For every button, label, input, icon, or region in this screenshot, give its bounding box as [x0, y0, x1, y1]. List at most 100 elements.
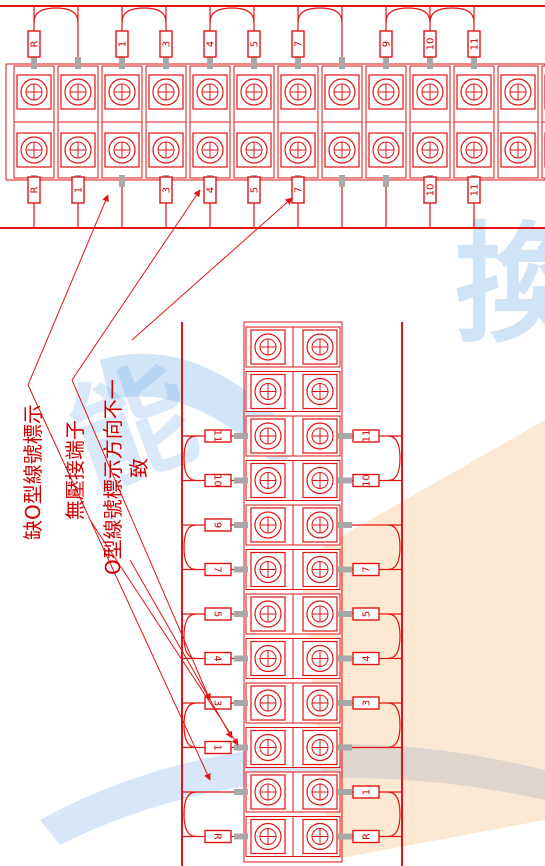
top-ferrule-upper-10 — [471, 57, 477, 69]
bottom-left-tag-8: 3 — [204, 696, 232, 710]
bottom-ferrule-left-9 — [234, 744, 248, 751]
bottom-left-tag-5-box — [204, 562, 232, 577]
top-lower-tag-4-label: 4 — [206, 187, 217, 193]
bottom-ferrule-left-4 — [234, 522, 248, 528]
bottom-right-loop-4 — [387, 791, 401, 838]
annotation-arrows — [27, 189, 293, 781]
top-upper-tag-3: 3 — [159, 30, 173, 58]
top-upper-tag-6-label: 7 — [294, 41, 305, 47]
annotation-arrow-6 — [129, 559, 233, 739]
bottom-right-tag-2-label: 11 — [362, 430, 373, 443]
bottom-right-tag-11-box — [352, 829, 380, 844]
bottom-ferrule-left-8 — [234, 700, 248, 706]
bottom-left-tag-2-box — [204, 429, 232, 443]
annotation-direction-line2: 致 — [127, 458, 151, 478]
bottom-right-loop-1 — [387, 524, 401, 571]
bottom-right-tag-10-label: 1 — [362, 789, 373, 795]
annotation-missing-tag: 缺O型線號標示 — [21, 404, 45, 540]
annotation-arrow-2 — [71, 189, 201, 381]
top-strip-outline — [5, 63, 545, 181]
bottom-right-loop-0 — [387, 435, 401, 482]
bottom-ferrule-right-5 — [338, 566, 352, 573]
annotation-direction-line1: O型線號標示方向不一 — [101, 379, 125, 575]
top-lower-tag-1-label: 1 — [74, 187, 85, 193]
top-lower-tag-4-box — [203, 176, 217, 204]
top-lower-tag-3-label: 3 — [162, 187, 173, 193]
bottom-left-tag-11-box — [204, 829, 232, 844]
top-lower-tag-5-label: 5 — [250, 187, 261, 193]
bottom-right-tag-10: 1 — [352, 785, 380, 799]
bottom-strip-outline — [243, 321, 343, 863]
top-ferrule-upper-4 — [207, 57, 213, 69]
top-lower-tag-3-box — [159, 176, 173, 204]
bottom-left-loop-3 — [183, 702, 197, 749]
bottom-right-loop-3 — [387, 702, 401, 749]
bottom-left-tag-6: 5 — [204, 607, 232, 621]
bottom-ferrule-left-3 — [234, 477, 248, 484]
bottom-left-tag-6-box — [204, 607, 232, 621]
bottom-right-tag-7-label: 4 — [362, 655, 373, 661]
top-upper-tag-2-box — [115, 30, 129, 58]
bottom-left-tag-9-label: 1 — [212, 744, 223, 750]
bottom-ferrule-left-2 — [234, 433, 248, 439]
bottom-right-tag-5-label: 7 — [362, 566, 373, 572]
top-upper-tag-6-box — [291, 30, 305, 58]
bottom-right-tag-6: 5 — [352, 607, 380, 621]
watermark-glyph-top: 換 — [455, 209, 545, 361]
bottom-right-tag-5-box — [352, 562, 380, 577]
bottom-right-tag-7-box — [352, 651, 380, 666]
top-upper-tag-4-box — [203, 30, 217, 58]
bottom-left-loop-2 — [183, 613, 197, 660]
bottom-left-tag-8-box — [204, 696, 232, 710]
top-ferrule-upper-0 — [31, 57, 37, 69]
bottom-right-tag-8-label: 3 — [362, 700, 373, 706]
bottom-right-tag-11: R — [352, 829, 380, 844]
top-lower-tag-10-box — [467, 176, 481, 204]
top-ferrule-upper-2 — [119, 57, 125, 69]
top-upper-tag-5-box — [247, 30, 261, 58]
top-upper-tag-10-box — [467, 30, 481, 58]
bottom-right-tag-8-box — [352, 696, 380, 710]
top-upper-tag-4: 4 — [203, 30, 217, 58]
top-upper-tag-4-label: 4 — [206, 41, 217, 47]
top-upper-tag-8-box — [379, 30, 393, 58]
top-lower-tag-3: 3 — [159, 176, 173, 204]
top-loop-0 — [33, 7, 79, 23]
bottom-right-tag-10-box — [352, 785, 380, 799]
top-upper-tag-5: 5 — [247, 30, 261, 58]
bottom-right-tag-3-box — [352, 473, 380, 488]
bottom-left-tag-4: 9 — [204, 518, 232, 532]
bottom-ferrule-right-10 — [338, 789, 352, 795]
bottom-left-loop-0 — [183, 435, 197, 482]
bottom-ferrule-right-4 — [338, 522, 352, 528]
bottom-ferrule-right-6 — [338, 611, 352, 617]
bottom-left-tag-2: 11 — [204, 429, 232, 443]
top-lower-tag-6-label: 7 — [294, 187, 305, 193]
annotation-arrow-5 — [131, 197, 293, 341]
annotation-arrow-0 — [27, 194, 109, 386]
bottom-right-tag-7: 4 — [352, 651, 380, 666]
top-ferrule-upper-6 — [295, 57, 301, 69]
top-upper-tag-9-box — [423, 30, 437, 58]
bottom-left-tag-2-label: 11 — [212, 430, 223, 443]
top-lower-tag-0-box — [27, 176, 41, 204]
annotation-arrow-4 — [89, 519, 239, 746]
top-upper-tag-3-label: 3 — [162, 41, 173, 47]
top-lower-tag-1-box — [71, 176, 85, 204]
bottom-left-tag-5: 7 — [204, 562, 232, 577]
bottom-left-tag-6-label: 5 — [212, 611, 223, 617]
top-lower-tag-6-box — [291, 176, 305, 204]
bottom-right-tag-5: 7 — [352, 562, 380, 577]
bottom-right-tag-8: 3 — [352, 696, 380, 710]
annotation-arrow-3 — [71, 379, 211, 701]
top-upper-tag-2-label: 1 — [118, 41, 129, 47]
top-ferrule-lower-7 — [339, 175, 345, 187]
top-ferrule-upper-7 — [339, 57, 345, 69]
top-upper-tag-5-label: 5 — [250, 41, 261, 47]
top-upper-tag-10: 11 — [467, 30, 481, 58]
top-lower-tag-4: 4 — [203, 176, 217, 204]
top-loop-5 — [429, 7, 475, 23]
watermark: 換 能 — [40, 209, 545, 860]
